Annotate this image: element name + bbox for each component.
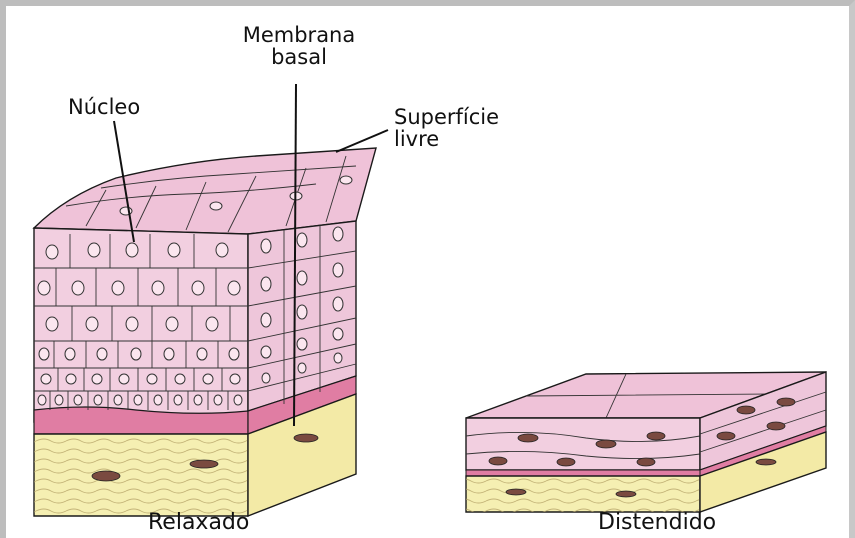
surface-label-line2: livre [394, 128, 499, 150]
distended-block [466, 372, 826, 512]
relaxed-caption: Relaxado [148, 512, 249, 534]
nucleus-label: Núcleo [68, 96, 140, 118]
relaxed-block [34, 148, 376, 516]
epithelium-illustration [6, 6, 849, 538]
membrane-label: Membrana basal [234, 24, 364, 68]
surface-label-line1: Superfície [394, 106, 499, 128]
membrane-label-line1: Membrana [234, 24, 364, 46]
surface-label: Superfície livre [394, 106, 499, 150]
membrane-label-line2: basal [234, 46, 364, 68]
distended-caption: Distendido [598, 512, 716, 534]
